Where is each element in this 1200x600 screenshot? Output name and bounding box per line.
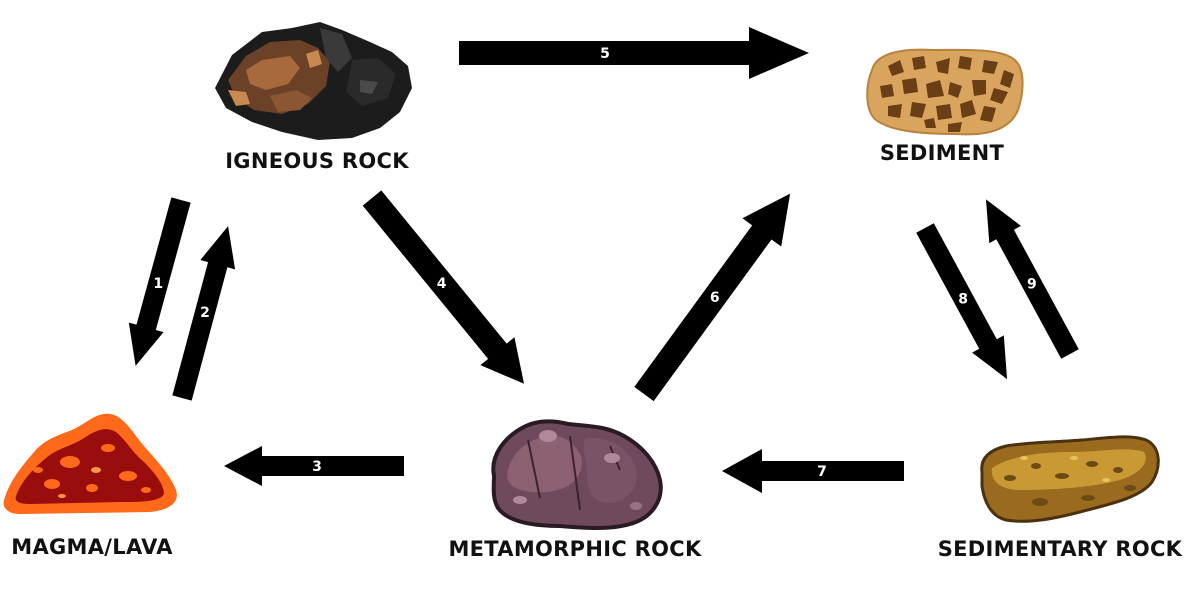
igneous-rock-label: IGNEOUS ROCK <box>225 149 409 173</box>
arrow-8-number: 8 <box>958 291 968 307</box>
arrow-4-number: 4 <box>437 276 447 292</box>
arrow-5: 5 <box>459 27 809 79</box>
sedimentary-rock-node: SEDIMENTARY ROCK <box>938 437 1183 561</box>
sedimentary-rock-label: SEDIMENTARY ROCK <box>938 537 1183 561</box>
sediment-node: SEDIMENT <box>867 50 1022 165</box>
arrow-2-number: 2 <box>200 305 210 321</box>
magma-lava-image <box>4 414 177 514</box>
metamorphic-rock-image <box>493 421 660 528</box>
sediment-image <box>867 50 1022 135</box>
arrow-6: 6 <box>625 179 810 408</box>
arrow-3: 3 <box>224 446 404 486</box>
sediment-label: SEDIMENT <box>880 141 1005 165</box>
metamorphic-rock-node: METAMORPHIC ROCK <box>448 421 702 561</box>
igneous-rock-node: IGNEOUS ROCK <box>215 22 412 173</box>
magma-lava-node: MAGMA/LAVA <box>4 414 177 559</box>
arrow-3-number: 3 <box>312 459 322 475</box>
igneous-rock-image <box>215 22 412 140</box>
arrow-5-number: 5 <box>600 46 610 62</box>
magma-lava-label: MAGMA/LAVA <box>11 535 173 559</box>
sedimentary-rock-image <box>982 437 1159 521</box>
arrow-7-number: 7 <box>817 464 827 480</box>
arrow-1-number: 1 <box>153 276 163 292</box>
arrow-4: 4 <box>355 184 541 398</box>
arrow-6-number: 6 <box>710 290 720 306</box>
metamorphic-rock-label: METAMORPHIC ROCK <box>448 537 702 561</box>
arrow-7: 7 <box>722 449 904 493</box>
arrow-9-number: 9 <box>1027 277 1037 293</box>
